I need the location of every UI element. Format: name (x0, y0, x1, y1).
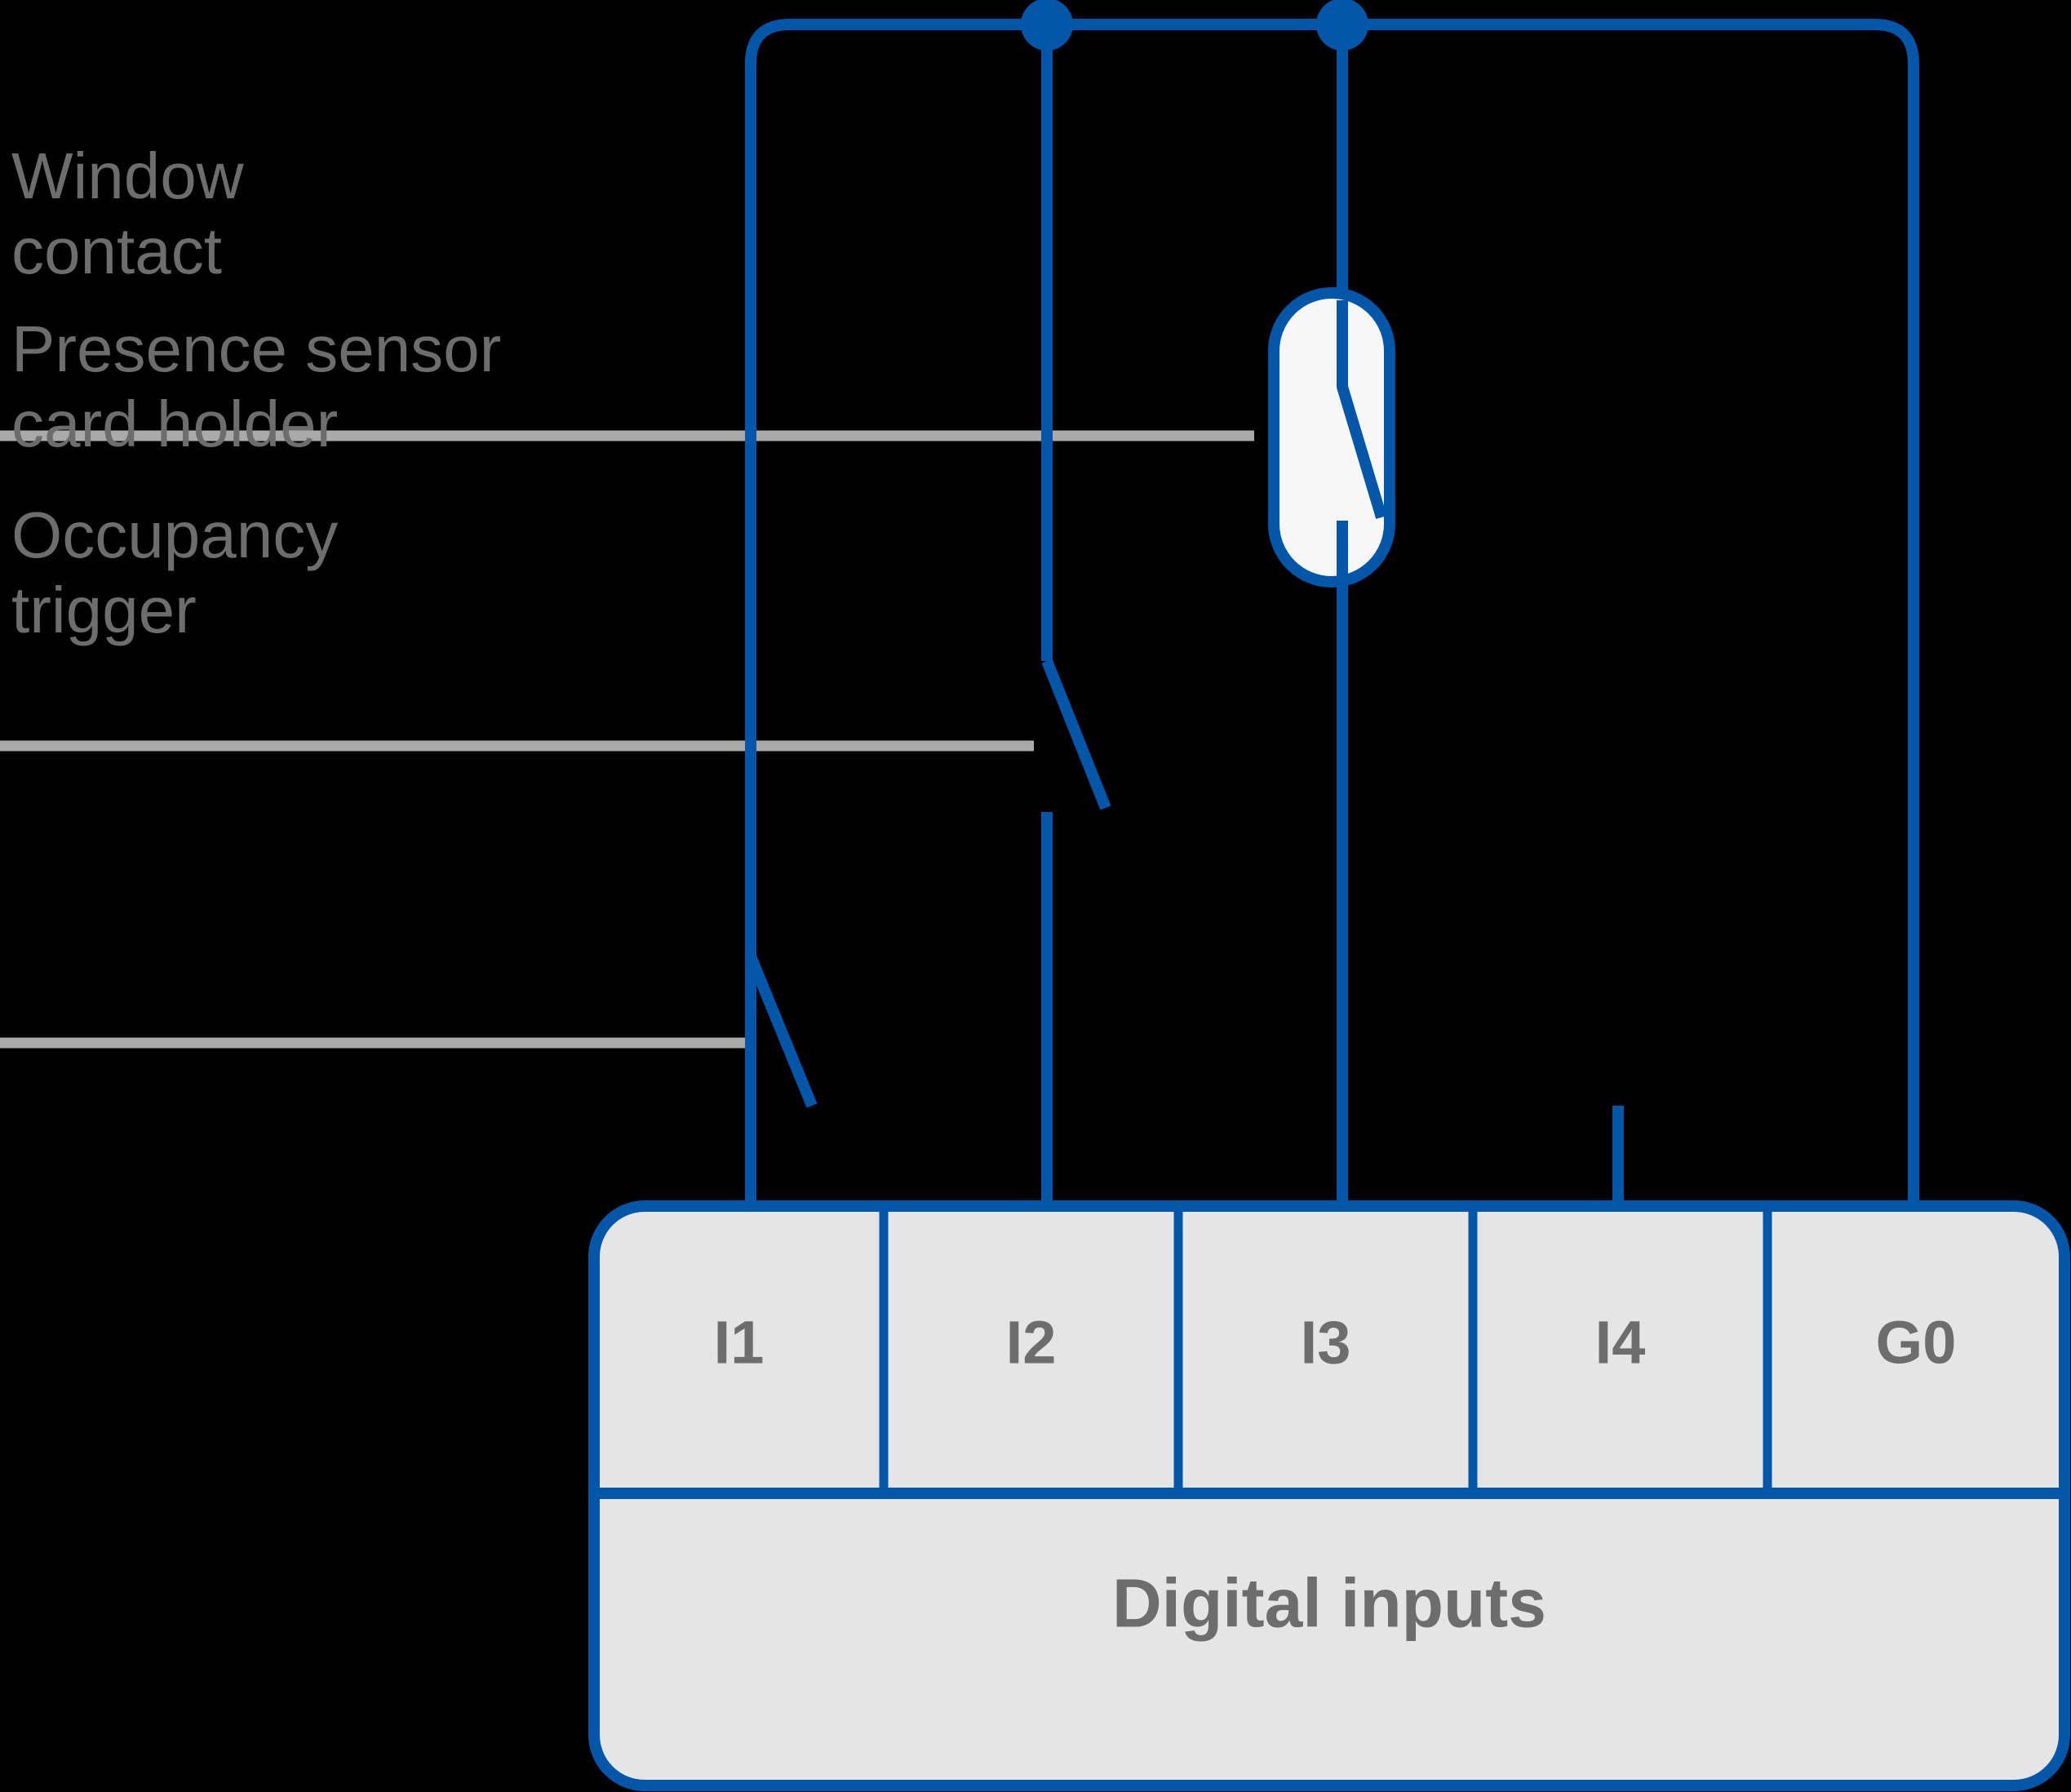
label-window-contact: Window contact (11, 140, 244, 287)
window-contact-capsule (1268, 287, 1395, 588)
terminal-label-g0: G0 (1875, 1308, 1957, 1377)
junction-dot-i3 (1316, 0, 1368, 51)
terminal-label-i3: I3 (1300, 1308, 1351, 1377)
terminal-label-i1: I1 (713, 1308, 765, 1377)
label-presence-sensor-card-holder: Presence sensor card holder (11, 313, 502, 460)
terminal-label-i4: I4 (1594, 1308, 1646, 1377)
terminal-label-i2: I2 (1005, 1308, 1057, 1377)
terminal-block-caption: Digital inputs (1112, 1564, 1546, 1642)
supply-bus-wire (745, 19, 1919, 1206)
window-contact-blade (1337, 300, 1387, 520)
i1-switch-blade (745, 954, 818, 1108)
junction-dot-i2 (1021, 0, 1073, 51)
i2-switch-blade (1041, 659, 1111, 810)
label-occupancy-trigger: Occupancy trigger (11, 499, 339, 646)
